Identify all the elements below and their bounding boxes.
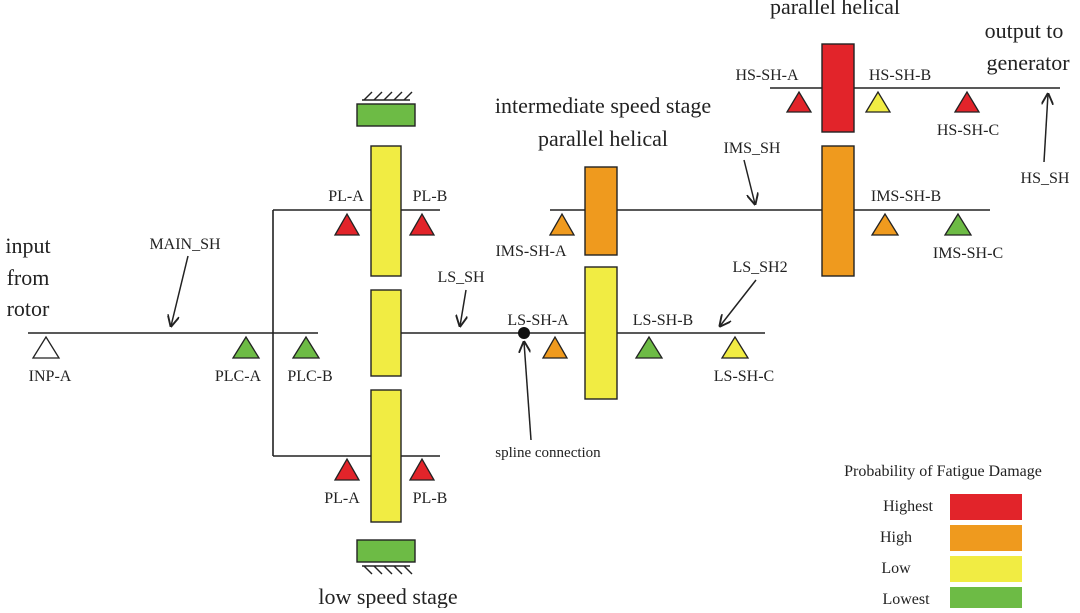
label-ls-sh-c: LS-SH-C <box>714 368 774 385</box>
shaft-label-ims: IMS_SH <box>724 140 781 157</box>
bearing-hs-sh-c <box>953 90 981 113</box>
bearing-pl-a-top <box>333 212 361 236</box>
bearing-plc-b <box>291 335 321 359</box>
bearing-ls-sh-a <box>541 335 569 359</box>
legend-label-low: Low <box>881 560 911 577</box>
shaft-label-hs: HS_SH <box>1021 170 1070 187</box>
legend-swatch-lowest <box>950 587 1022 613</box>
gears <box>356 43 855 563</box>
title-input-line1: input <box>5 233 50 258</box>
bearing-hs-sh-a <box>785 90 813 113</box>
label-hs-sh-a: HS-SH-A <box>735 67 799 84</box>
ground-hatch-bottom <box>362 565 413 575</box>
title-output-line1: output to <box>985 18 1064 43</box>
ls-sh-arrow <box>460 289 466 326</box>
spline-label: spline connection <box>495 445 601 461</box>
label-ims-sh-a: IMS-SH-A <box>495 243 567 260</box>
bearing-pl-a-bottom <box>333 457 361 481</box>
label-plc-b: PLC-B <box>287 368 332 385</box>
legend-label-high: High <box>880 529 912 546</box>
label-ls-sh-b: LS-SH-B <box>633 312 693 329</box>
label-ims-sh-c: IMS-SH-C <box>933 245 1003 262</box>
ls-sh2-arrow <box>720 279 757 326</box>
legend-label-lowest: Lowest <box>882 591 930 608</box>
bearing-hs-sh-b <box>864 90 892 113</box>
arrows <box>171 94 1048 441</box>
label-pl-a-bottom: PL-A <box>324 490 360 507</box>
label-pl-a-top: PL-A <box>328 188 364 205</box>
title-input-line2: from <box>7 265 50 290</box>
legend-swatch-low <box>950 556 1022 582</box>
bearing-ims-sh-a <box>548 212 576 236</box>
ims-sh-arrow <box>743 159 755 204</box>
bearings <box>31 90 981 481</box>
shaft-label-ls2: LS_SH2 <box>732 259 787 276</box>
shaft-lines <box>28 87 1060 457</box>
ims-wheel-gear <box>821 145 855 277</box>
title-intermediate-line2: parallel helical <box>538 126 668 151</box>
shaft-label-ls: LS_SH <box>437 269 485 286</box>
legend-label-highest: Highest <box>883 498 933 515</box>
title-low-speed: low speed stage <box>318 584 457 608</box>
label-hs-sh-b: HS-SH-B <box>869 67 931 84</box>
legend-swatch-high <box>950 525 1022 551</box>
bearing-ims-sh-b <box>870 212 900 236</box>
label-pl-b-top: PL-B <box>413 188 448 205</box>
bearing-plc-a <box>231 335 261 359</box>
sun-gear <box>370 289 402 377</box>
label-inp-a: INP-A <box>29 368 72 385</box>
ring-gear-bottom <box>356 539 416 563</box>
legend-swatch-highest <box>950 494 1022 520</box>
labels: parallel helical output to generator int… <box>5 0 1070 609</box>
bearing-ls-sh-c <box>720 335 750 359</box>
label-plc-a: PLC-A <box>215 368 262 385</box>
title-output-line2: generator <box>986 50 1070 75</box>
ls-wheel-gear <box>584 266 618 400</box>
title-high-speed: parallel helical <box>770 0 900 19</box>
planet-gear-bottom <box>370 389 402 523</box>
spline-arrow <box>524 342 532 441</box>
label-ls-sh-a: LS-SH-A <box>507 312 569 329</box>
ring-gear-top <box>356 103 416 127</box>
bearing-ims-sh-c <box>943 212 973 236</box>
label-ims-sh-b: IMS-SH-B <box>871 188 941 205</box>
bearing-pl-b-bottom <box>408 457 436 481</box>
label-pl-b-bottom: PL-B <box>413 490 448 507</box>
legend: Probability of Fatigue Damage Highest Hi… <box>844 463 1042 613</box>
bearing-ls-sh-b <box>634 335 664 359</box>
title-input-line3: rotor <box>7 296 50 321</box>
hs-wheel-gear <box>821 43 855 133</box>
planet-gear-top <box>370 145 402 277</box>
label-hs-sh-c: HS-SH-C <box>937 122 999 139</box>
spline-connection-dot <box>518 327 530 339</box>
bearing-pl-b-top <box>408 212 436 236</box>
bearing-inp-a <box>31 335 61 359</box>
title-intermediate-line1: intermediate speed stage <box>495 93 711 118</box>
hs-sh-arrow <box>1044 94 1048 163</box>
ground-hatch-top <box>362 91 413 101</box>
main-sh-arrow <box>171 255 189 326</box>
ims-pinion-gear <box>584 166 618 256</box>
legend-title: Probability of Fatigue Damage <box>844 463 1042 480</box>
shaft-label-main: MAIN_SH <box>149 236 221 253</box>
